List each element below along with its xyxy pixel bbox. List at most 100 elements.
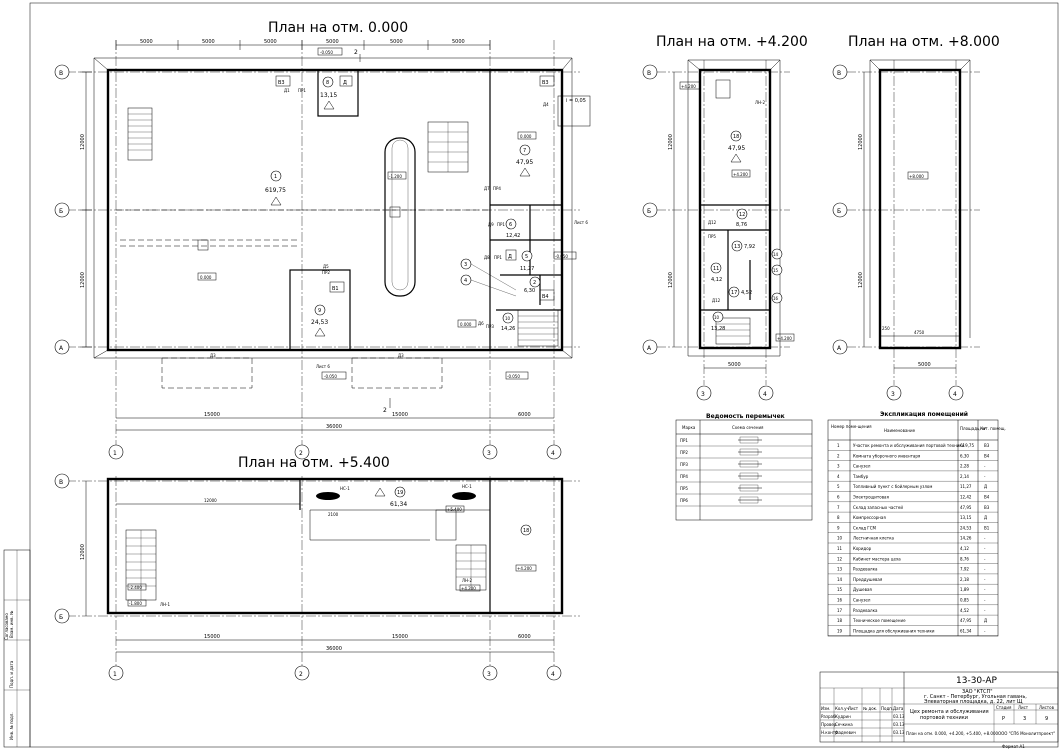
svg-text:Кол.уч: Кол.уч	[835, 706, 849, 711]
svg-text:Б: Б	[647, 208, 651, 215]
svg-text:12000: 12000	[668, 134, 674, 150]
explication-cell-name: Санузел	[853, 598, 871, 603]
svg-text:Д1: Д1	[284, 88, 290, 93]
svg-text:+4.200: +4.200	[461, 586, 476, 591]
svg-text:Д5: Д5	[323, 264, 329, 269]
building-outline-5400	[106, 477, 564, 615]
room-7: 7 47,95	[516, 144, 533, 177]
svg-text:ЗАО "КТСП": ЗАО "КТСП"	[962, 689, 993, 695]
explication-cell-cat: В4	[984, 453, 990, 458]
svg-text:Номер поме-щения: Номер поме-щения	[831, 424, 872, 429]
strip-sign: Подп. и дата	[9, 660, 14, 688]
lintel-title: Ведомость перемычек	[706, 413, 785, 420]
svg-text:-0.050: -0.050	[555, 254, 568, 259]
room-1: 1 619,75	[265, 170, 286, 206]
svg-text:В4: В4	[542, 294, 549, 300]
left-strip: Инв. № подл. Подп. и дата Взам. инв. № С…	[3, 549, 31, 748]
plan-0000: План на отм. 0.000 5000 5000 5000 5000 5…	[54, 20, 591, 460]
svg-text:4: 4	[763, 391, 767, 398]
svg-text:В: В	[59, 479, 63, 486]
room-10-p42: 10 13,28	[711, 311, 725, 332]
explication-cell-no: 17	[837, 608, 843, 613]
explication-cell-no: 3	[837, 464, 840, 469]
svg-text:47,95: 47,95	[728, 145, 745, 152]
svg-text:14,26: 14,26	[501, 326, 515, 332]
room-13-p42: 13 7,92	[731, 240, 755, 252]
explication-cell-area: 47,95	[960, 618, 972, 623]
explication-cell-name: Коридор	[853, 546, 872, 551]
explication-cell-area: 11,27	[960, 484, 972, 489]
svg-text:Кат. помещ.: Кат. помещ.	[980, 426, 1006, 431]
svg-text:0.000: 0.000	[200, 275, 212, 280]
svg-text:15: 15	[773, 268, 779, 273]
svg-text:ПР2: ПР2	[322, 270, 330, 275]
svg-text:Элеваторная площадка, д. 22, л: Элеваторная площадка, д. 22, лит Щ	[924, 699, 1023, 705]
svg-text:4,12: 4,12	[711, 277, 722, 283]
explication-cell-cat: -	[984, 598, 986, 603]
svg-text:Н.контр.: Н.контр.	[821, 730, 839, 735]
svg-text:36000: 36000	[326, 424, 342, 430]
svg-text:03.13: 03.13	[893, 714, 905, 719]
svg-text:4,52: 4,52	[741, 290, 752, 296]
svg-text:2: 2	[354, 49, 358, 56]
lintel-row-mark: ПР4	[680, 474, 688, 479]
lintel-row-mark: ПР3	[680, 462, 688, 467]
svg-text:Подп.: Подп.	[881, 706, 893, 711]
svg-text:Д6: Д6	[478, 321, 484, 326]
room-2: 2 6,30	[524, 276, 541, 294]
explication-cell-cat: -	[984, 536, 986, 541]
svg-text:6,30: 6,30	[524, 288, 535, 294]
svg-text:2: 2	[299, 671, 303, 678]
svg-text:2: 2	[383, 407, 387, 414]
svg-text:12,42: 12,42	[506, 233, 520, 239]
svg-text:3: 3	[701, 391, 705, 398]
explication-cell-no: 6	[837, 495, 840, 500]
explication-cell-cat: -	[984, 608, 986, 613]
svg-text:13,15: 13,15	[320, 92, 337, 99]
room-8: 8 13,15	[320, 76, 337, 110]
explication-table: Экспликация помещений Номер поме-щения Н…	[827, 411, 1006, 637]
svg-text:8,76: 8,76	[736, 222, 747, 228]
svg-text:14: 14	[773, 252, 779, 257]
svg-text:Д3: Д3	[398, 353, 404, 358]
explication-cell-no: 5	[837, 484, 840, 489]
svg-text:11: 11	[713, 266, 719, 272]
explication-cell-no: 16	[837, 598, 843, 603]
svg-text:13: 13	[734, 244, 740, 250]
svg-text:Д12: Д12	[712, 298, 721, 303]
plan-8000: План на отм. +8.000 +8.000 250 4750 5000…	[832, 34, 1000, 401]
sheet-frame	[29, 2, 1059, 748]
svg-text:ПР1: ПР1	[494, 255, 502, 260]
explication-cell-cat: -	[984, 628, 986, 633]
svg-text:ЛН-1: ЛН-1	[160, 602, 170, 607]
svg-text:12000: 12000	[204, 498, 217, 503]
svg-text:4750: 4750	[914, 330, 925, 335]
svg-text:Изм.: Изм.	[821, 706, 830, 711]
svg-text:План на отм. 0.000, +4.200, +5: План на отм. 0.000, +4.200, +5.400, +8.0…	[906, 731, 999, 736]
strip-replace: Взам. инв. №	[9, 611, 14, 638]
explication-cell-no: 12	[837, 556, 843, 561]
svg-text:А: А	[647, 345, 652, 352]
svg-text:+5.400: +5.400	[447, 507, 462, 512]
svg-text:Кудрин: Кудрин	[835, 714, 851, 719]
svg-text:Стадия: Стадия	[996, 705, 1012, 710]
svg-text:Б: Б	[59, 614, 63, 621]
room-19: 19 61,34	[374, 486, 407, 508]
svg-text:-0.050: -0.050	[320, 50, 333, 55]
svg-text:36000: 36000	[326, 646, 342, 652]
svg-text:+4.200: +4.200	[777, 336, 792, 341]
building-outline-8000	[878, 68, 962, 350]
explication-cell-area: 4,12	[960, 546, 969, 551]
plan-4200: План на отм. +4.200 18 47,95 12 8,76	[642, 34, 808, 401]
svg-text:Д7: Д7	[484, 186, 490, 191]
svg-text:1: 1	[113, 671, 117, 678]
lintel-row-mark: ПР2	[680, 450, 688, 455]
svg-text:Фадеевич: Фадеевич	[835, 730, 856, 735]
svg-text:19: 19	[397, 490, 403, 496]
stamp-code: 13-30-АР	[956, 676, 998, 686]
svg-text:Б: Б	[59, 208, 63, 215]
room-17-p42: 17 4,52	[728, 286, 752, 298]
explication-cell-area: 8,76	[960, 556, 969, 561]
svg-text:9: 9	[318, 308, 321, 314]
